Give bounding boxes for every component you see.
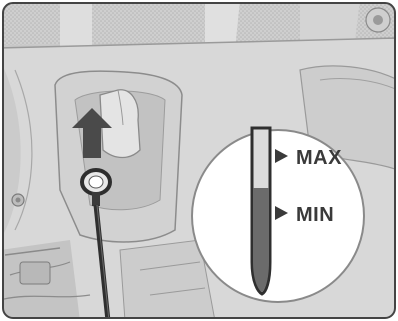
max-marker-icon (275, 149, 288, 163)
max-marker-label: MAX (275, 148, 342, 168)
min-marker-label: MIN (275, 205, 334, 225)
min-marker-icon (275, 206, 288, 220)
max-text: MAX (296, 147, 342, 169)
min-text: MIN (296, 204, 334, 226)
